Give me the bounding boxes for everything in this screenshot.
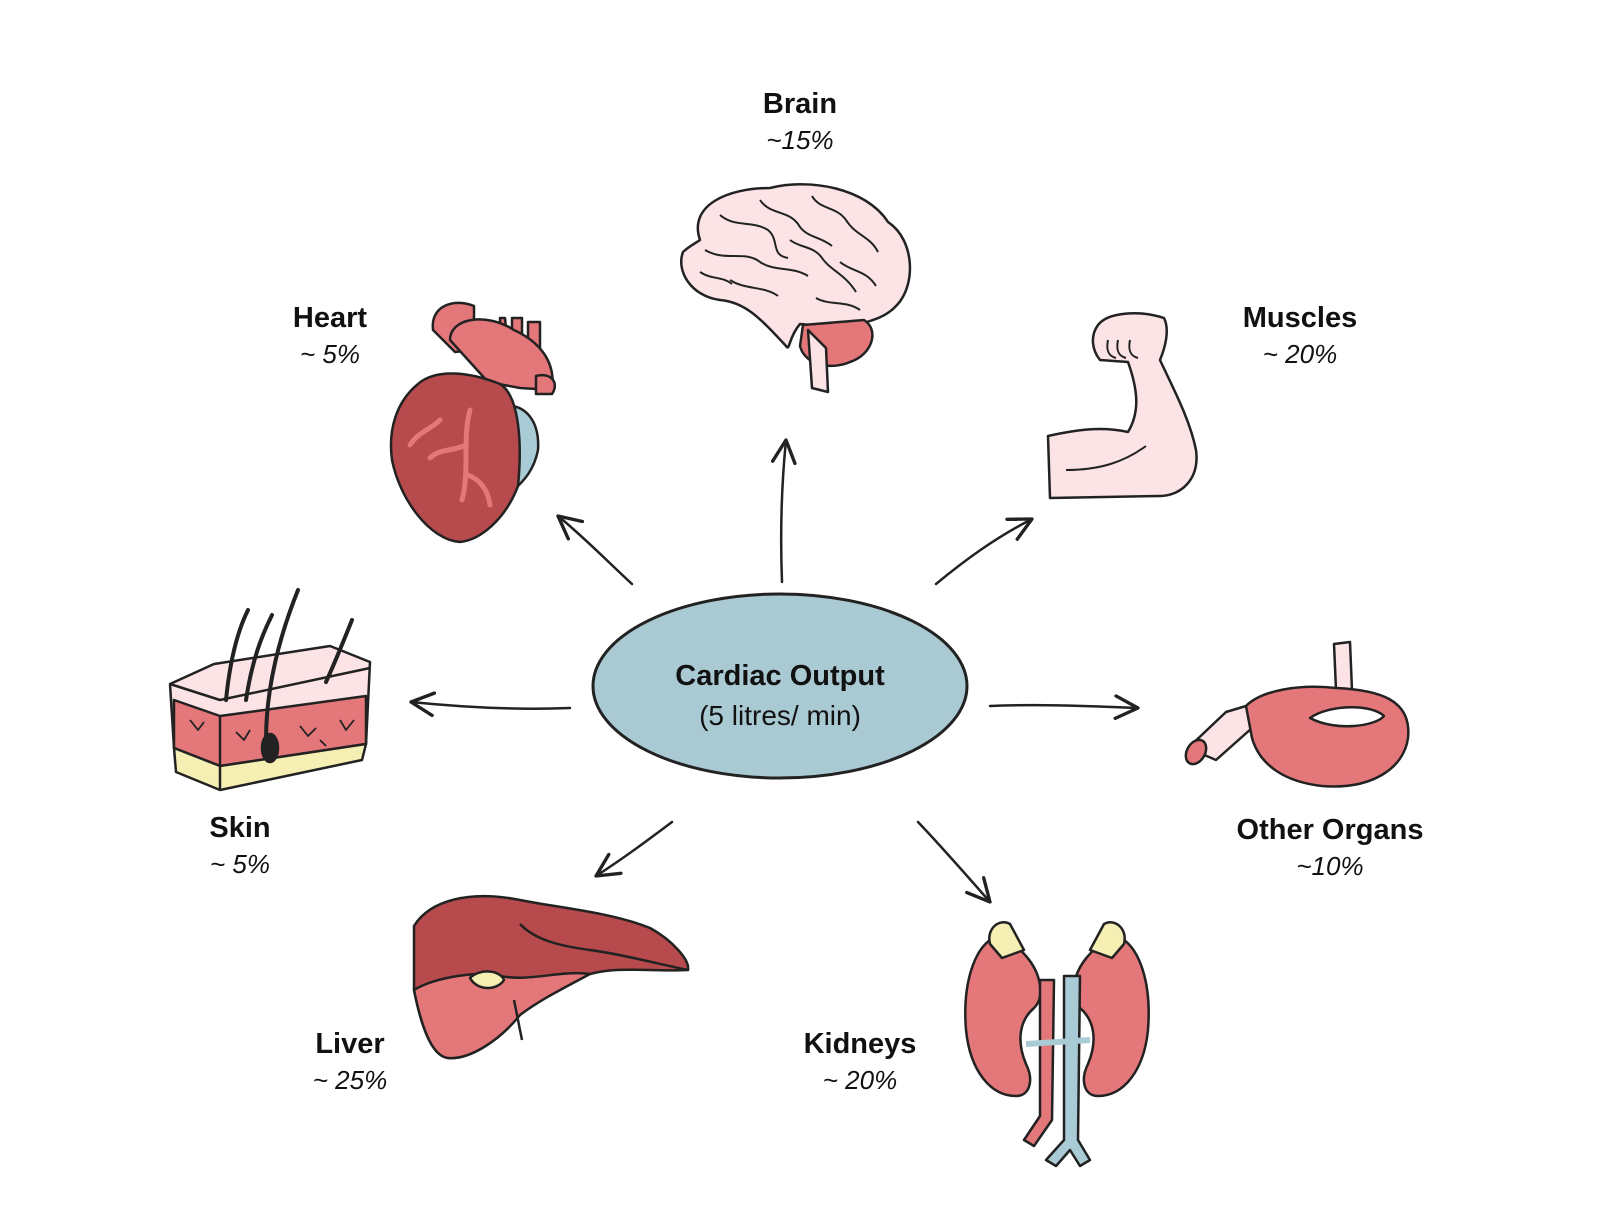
kidneys-label: Kidneys ~ 20% bbox=[760, 1026, 960, 1098]
arrow-to-muscles bbox=[934, 517, 1034, 586]
cardiac-output-title: Cardiac Output bbox=[675, 660, 885, 692]
kidneys-share: ~ 20% bbox=[822, 1065, 898, 1095]
arrow-to-other-organs bbox=[988, 694, 1140, 721]
skin-name: Skin bbox=[209, 812, 271, 844]
other-organs-share: ~10% bbox=[1296, 851, 1364, 881]
muscles-illustration bbox=[1046, 312, 1198, 500]
brain-name: Brain bbox=[762, 88, 838, 120]
arrow-to-skin bbox=[409, 691, 572, 718]
arrow-to-liver bbox=[594, 820, 674, 878]
other-organs-label: Other Organs ~10% bbox=[1190, 812, 1470, 884]
liver-name: Liver bbox=[315, 1028, 385, 1060]
skin-share: ~ 5% bbox=[210, 849, 270, 879]
liver-illustration bbox=[412, 894, 690, 1060]
kidneys-name: Kidneys bbox=[803, 1028, 917, 1060]
cardiac-output-rate: (5 litres/ min) bbox=[699, 700, 861, 731]
liver-share: ~ 25% bbox=[312, 1065, 388, 1095]
brain-label: Brain ~15% bbox=[700, 86, 900, 158]
heart-share: ~ 5% bbox=[300, 339, 360, 369]
other-organs-name: Other Organs bbox=[1236, 814, 1424, 846]
arrow-to-brain bbox=[770, 438, 797, 584]
muscles-name: Muscles bbox=[1242, 302, 1358, 334]
arrow-to-kidneys bbox=[916, 820, 992, 904]
brain-illustration bbox=[680, 183, 912, 394]
arrows bbox=[409, 438, 1140, 904]
heart-name: Heart bbox=[292, 302, 368, 334]
skin-illustration bbox=[168, 588, 372, 792]
heart-illustration bbox=[389, 301, 557, 544]
heart-label: Heart ~ 5% bbox=[230, 300, 430, 372]
liver-label: Liver ~ 25% bbox=[250, 1026, 450, 1098]
stomach-illustration bbox=[1184, 640, 1410, 788]
cardiac-output-ellipse bbox=[591, 592, 969, 780]
skin-label: Skin ~ 5% bbox=[140, 810, 340, 882]
kidneys-illustration bbox=[964, 921, 1150, 1168]
muscles-share: ~ 20% bbox=[1262, 339, 1338, 369]
arrow-to-heart bbox=[556, 514, 634, 586]
brain-share: ~15% bbox=[766, 125, 834, 155]
muscles-label: Muscles ~ 20% bbox=[1190, 300, 1410, 372]
